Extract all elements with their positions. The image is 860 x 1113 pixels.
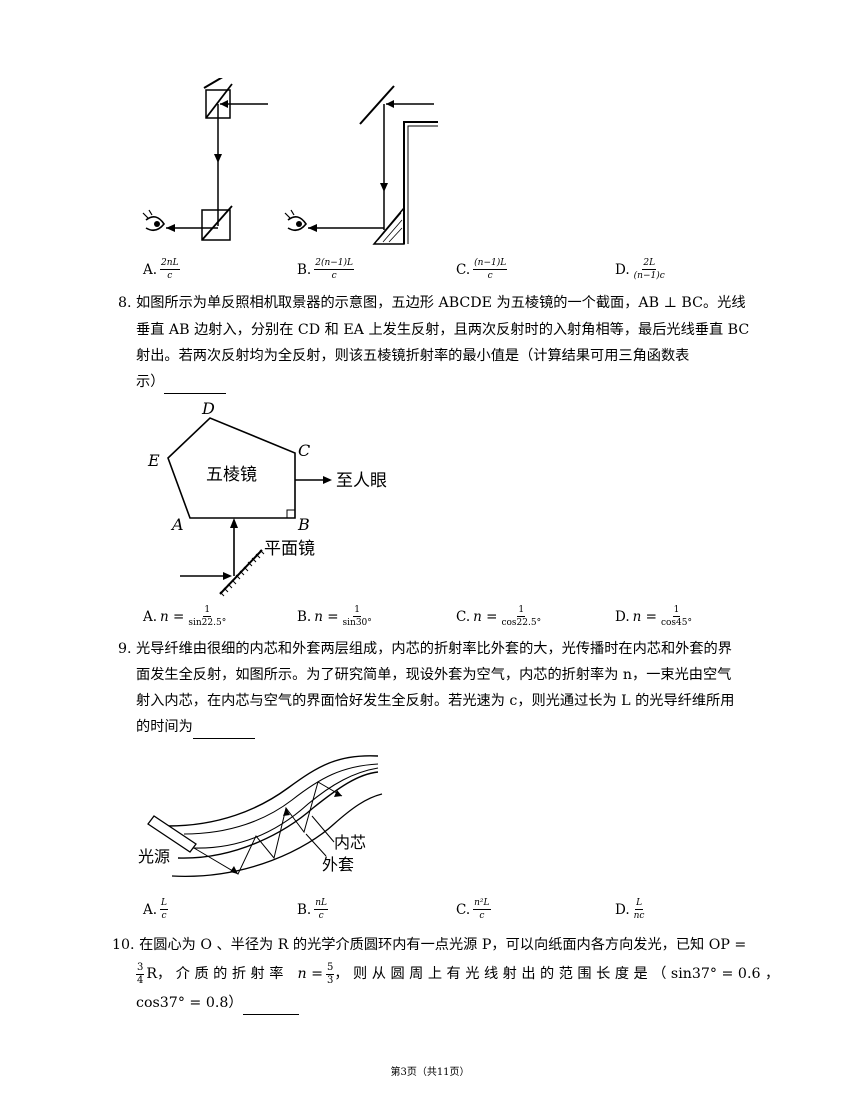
vertex-e: E	[147, 451, 160, 470]
q8-line-1: 8. 如图所示为单反照相机取景器的示意图，五边形 ABCDE 为五棱镜的一个截面…	[118, 295, 746, 311]
q9-line-1: 9. 光导纤维由很细的内芯和外套两层组成，内芯的折射率比外套的大，光传播时在内芯…	[118, 641, 732, 657]
q10-line-2-a: R， 介 质 的 折 射 率	[146, 966, 284, 982]
mirror-label: 平面镜	[264, 539, 315, 559]
vertex-c: C	[298, 441, 310, 460]
q7-figure-left	[142, 78, 268, 241]
q9-line-3: 射入内芯，在内芯与空气的界面恰好发生全反射。若光速为 c，则光通过长为 L 的光…	[136, 693, 735, 709]
q10-answer-blank[interactable]	[242, 1000, 299, 1015]
q9-answer-blank[interactable]	[192, 724, 255, 739]
q7-figure-right	[284, 85, 438, 245]
q8-line-2: 垂直 AB 边射入，分别在 CD 和 EA 上发生反射，且两次反射时的入射角相等…	[136, 322, 750, 338]
source-label: 光源	[138, 847, 170, 866]
vertex-d: D	[201, 399, 215, 418]
q10-line-3-text: cos37° = 0.8）	[136, 995, 243, 1011]
q9-line-4: 的时间为	[136, 715, 255, 739]
core-label: 内芯	[334, 833, 366, 852]
q8-line-4-text: 示）	[136, 374, 165, 390]
prism-label: 五棱镜	[206, 465, 257, 485]
q9-optical-fiber-figure: 内芯 外套 光源	[138, 755, 383, 877]
q10-line-2-b: ， 则 从 圆 周 上 有 光 线 射 出 的 范 围 长 度 是 （ sin3…	[334, 966, 780, 982]
q10-n-prefix: n =	[297, 966, 323, 982]
q10-line-1: 10. 在圆心为 O 、半径为 R 的光学介质圆环内有一点光源 P，可以向纸面内…	[112, 937, 747, 953]
q8-pentaprism-figure: D E C A B 五棱镜 至人眼 平面镜	[147, 399, 387, 597]
q8-line-4: 示）	[136, 370, 227, 394]
q8-answer-blank[interactable]	[164, 379, 227, 394]
vertex-b: B	[297, 515, 310, 534]
q10-line-3: cos37° = 0.8）	[136, 991, 299, 1015]
eye-label: 至人眼	[336, 471, 387, 491]
q9-line-2: 面发生全反射，如图所示。为了研究简单，现设外套为空气，内芯的折射率为 n，一束光…	[136, 667, 732, 683]
q9-line-4-text: 的时间为	[136, 719, 193, 735]
vertex-a: A	[170, 515, 184, 534]
q8-line-3: 射出。若两次反射均为全反射，则该五棱镜折射率的最小值是（计算结果可用三角函数表	[136, 348, 690, 364]
q7-option-d[interactable]: D. 2L(n−1)c	[615, 258, 665, 281]
page-footer: 第3页（共11页）	[390, 1067, 470, 1078]
cladding-label: 外套	[322, 855, 354, 874]
